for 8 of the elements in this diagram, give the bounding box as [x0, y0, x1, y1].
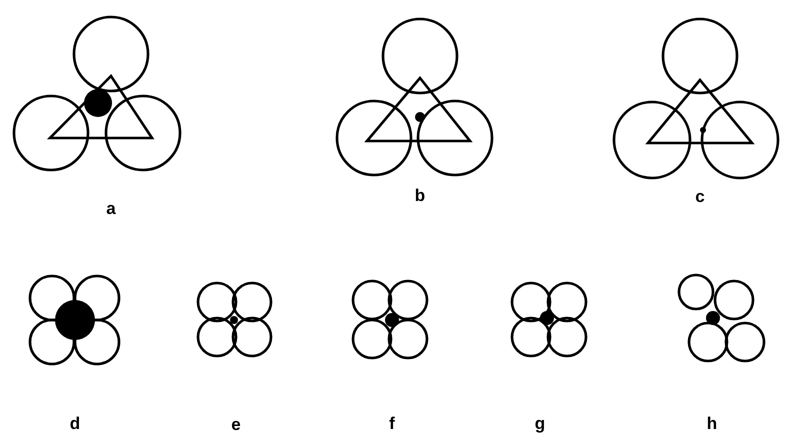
panel-label: h: [706, 415, 718, 433]
panel-label: e: [231, 416, 241, 434]
panel-label: g: [534, 415, 546, 433]
panel-label: f: [389, 415, 395, 433]
panel-label: c: [695, 188, 705, 206]
panel-label: d: [70, 415, 80, 433]
panel-label: a: [106, 200, 116, 218]
panel-label: b: [414, 187, 426, 205]
